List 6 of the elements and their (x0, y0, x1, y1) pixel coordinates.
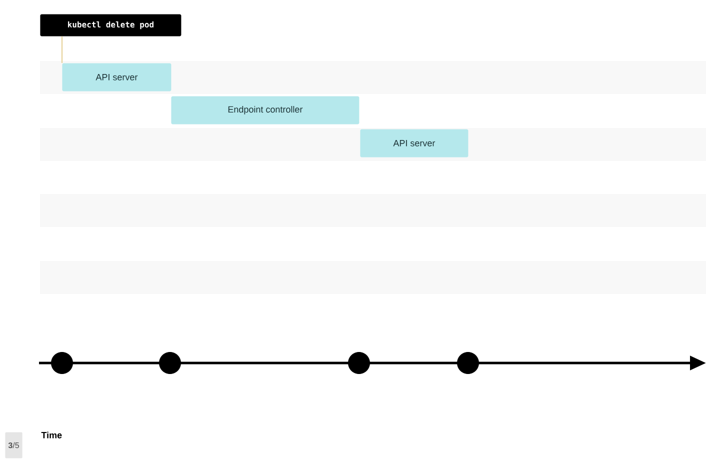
page-counter: 3/5 (5, 432, 22, 458)
axis-label: Time (41, 432, 62, 438)
process-box: API server (360, 129, 468, 158)
command-box: kubectl delete pod (40, 14, 182, 36)
process-box: Endpoint controller (171, 96, 360, 124)
process-box: API server (62, 63, 172, 92)
